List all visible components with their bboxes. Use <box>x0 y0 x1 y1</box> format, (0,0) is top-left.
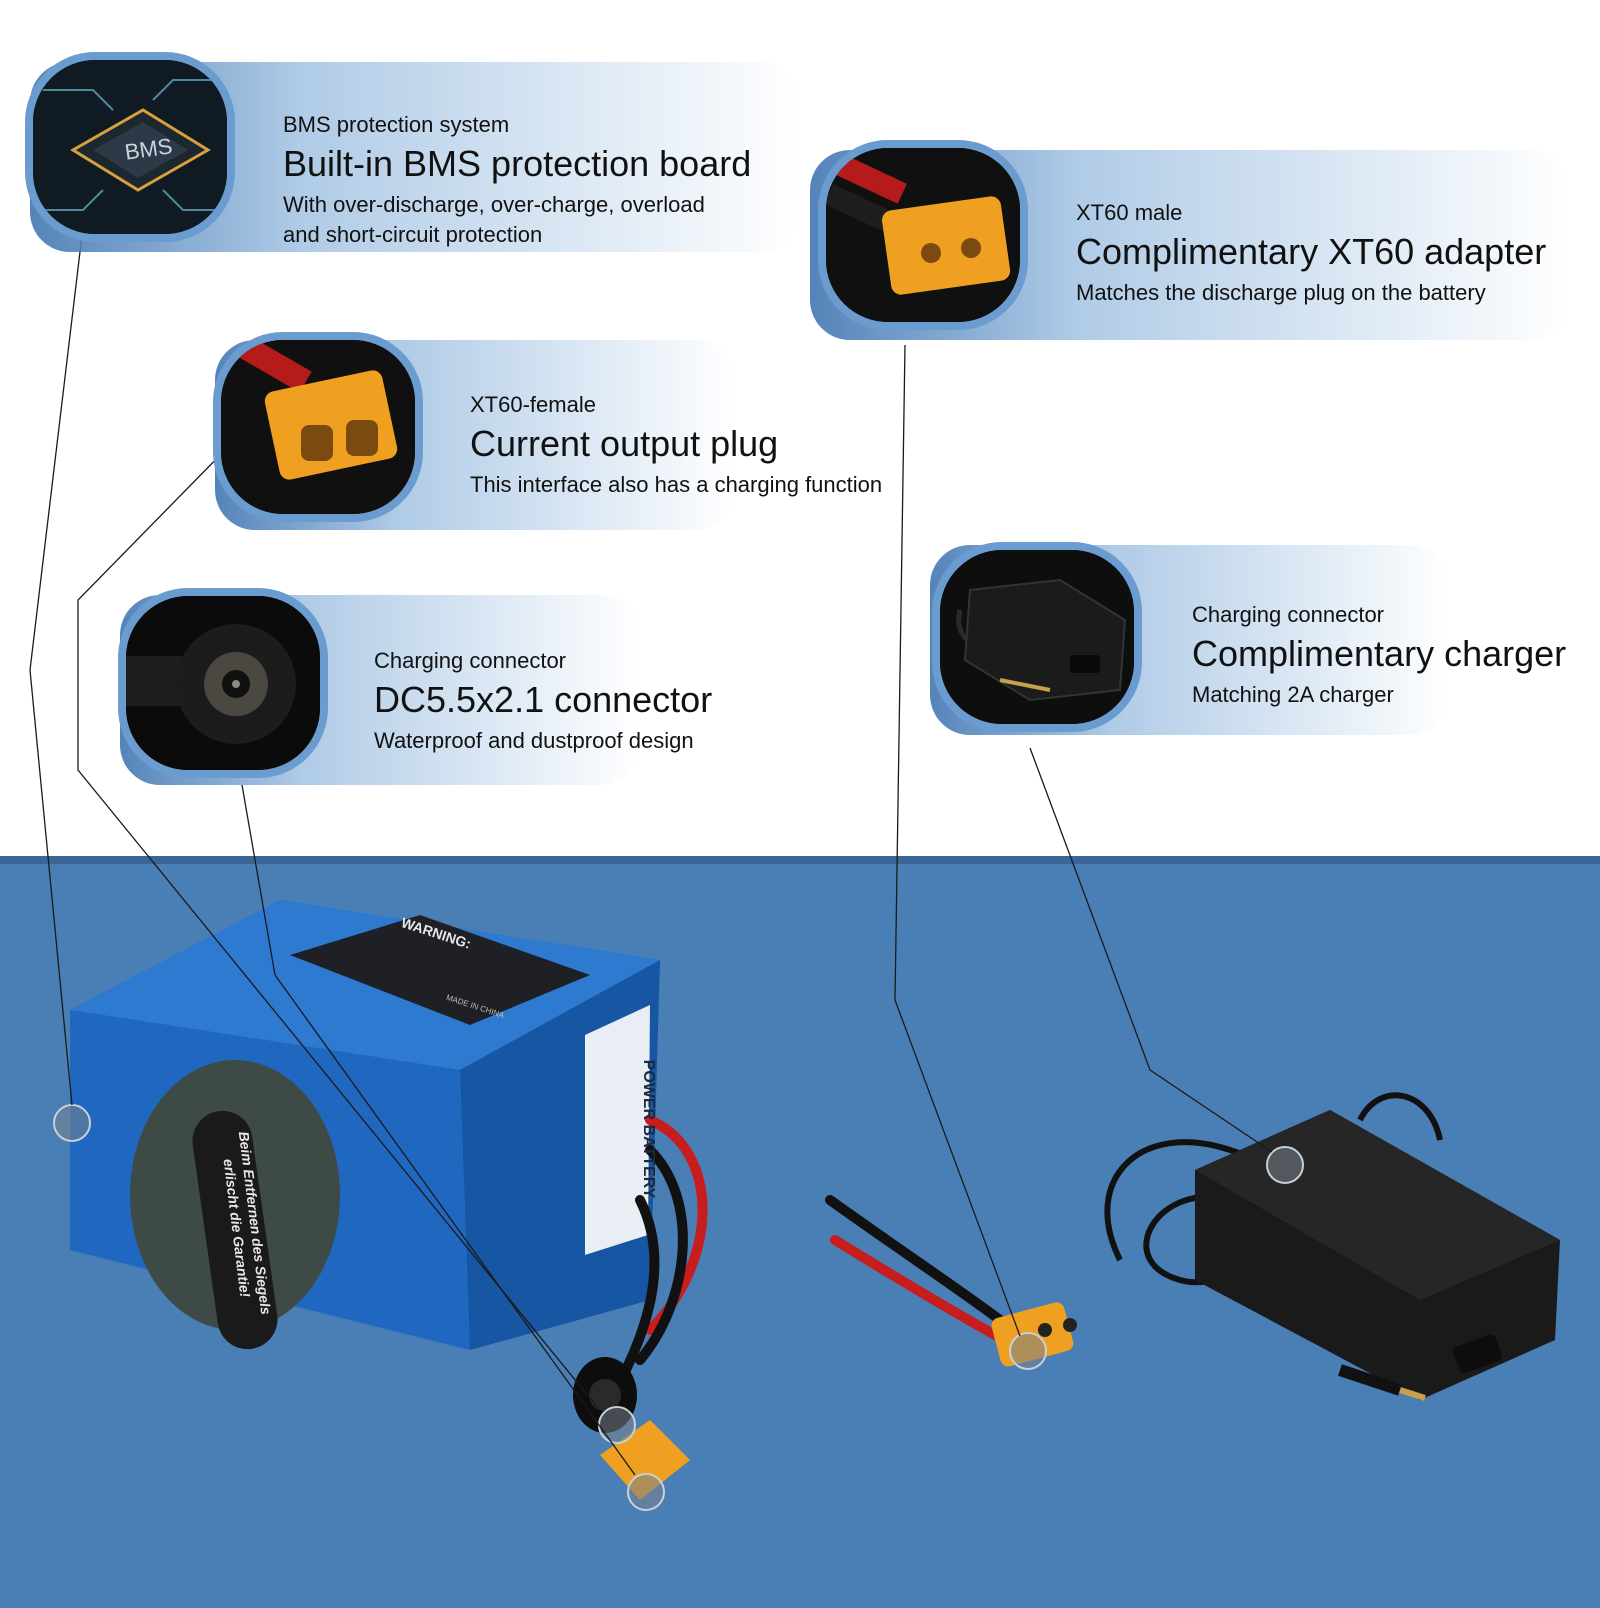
marker-xt60-male <box>1009 1332 1047 1370</box>
feature-xt60-male-desc: Matches the discharge plug on the batter… <box>1076 280 1486 305</box>
feature-xt60-male-label: XT60 male <box>1076 200 1183 225</box>
xt60-female-thumbnail <box>213 332 423 522</box>
feature-dc-caption: Charging connector DC5.5x2.1 connector W… <box>374 648 894 756</box>
pointer-markers <box>53 1104 1304 1511</box>
battery-pack <box>70 900 660 1350</box>
marker-xt60-female <box>627 1473 665 1511</box>
feature-bms-label: BMS protection system <box>283 112 510 137</box>
feature-xt60-female-title: Current output plug <box>470 423 779 464</box>
feature-bms-title: Built-in BMS protection board <box>283 143 752 184</box>
bms-thumbnail: BMS <box>25 52 235 242</box>
leader-lines <box>29 234 1273 1476</box>
marker-dc-connector <box>598 1406 636 1444</box>
marker-charger <box>1266 1146 1304 1184</box>
dc-connector-icon <box>126 596 320 770</box>
feature-charger-label: Charging connector <box>1192 602 1385 627</box>
feature-dc-desc: Waterproof and dustproof design <box>374 728 694 753</box>
feature-bms-caption: BMS protection system Built-in BMS prote… <box>283 112 803 250</box>
feature-bms-desc-2: and short-circuit protection <box>283 222 543 247</box>
charger-product <box>1104 1092 1560 1401</box>
xt60-male-thumbnail <box>818 140 1028 330</box>
battery-side-label-text: POWER BATTERY <box>640 1059 657 1199</box>
bms-chip-icon: BMS <box>33 60 227 234</box>
feature-bms-desc-1: With over-discharge, over-charge, overlo… <box>283 192 705 217</box>
marker-bms <box>53 1104 91 1142</box>
feature-dc-label: Charging connector <box>374 648 567 673</box>
feature-charger-title: Complimentary charger <box>1192 633 1567 674</box>
feature-xt60-female-caption: XT60-female Current output plug This int… <box>470 392 990 500</box>
dc-connector-thumbnail <box>118 588 328 778</box>
charger-thumbnail <box>932 542 1142 732</box>
warning-label <box>290 915 590 1025</box>
feature-xt60-female-label: XT60-female <box>470 392 596 417</box>
xt60-male-icon <box>826 148 1020 322</box>
side-label <box>585 1005 650 1255</box>
warranty-seal <box>192 1110 278 1350</box>
feature-dc-title: DC5.5x2.1 connector <box>374 679 713 720</box>
feature-xt60-female-desc: This interface also has a charging funct… <box>470 472 883 497</box>
xt60-female-icon <box>221 340 415 514</box>
feature-charger-desc: Matching 2A charger <box>1192 682 1394 707</box>
feature-xt60-male-title: Complimentary XT60 adapter <box>1076 231 1547 272</box>
charger-icon <box>940 550 1134 724</box>
feature-charger-caption: Charging connector Complimentary charger… <box>1192 602 1592 710</box>
feature-xt60-male-caption: XT60 male Complimentary XT60 adapter Mat… <box>1076 200 1586 308</box>
